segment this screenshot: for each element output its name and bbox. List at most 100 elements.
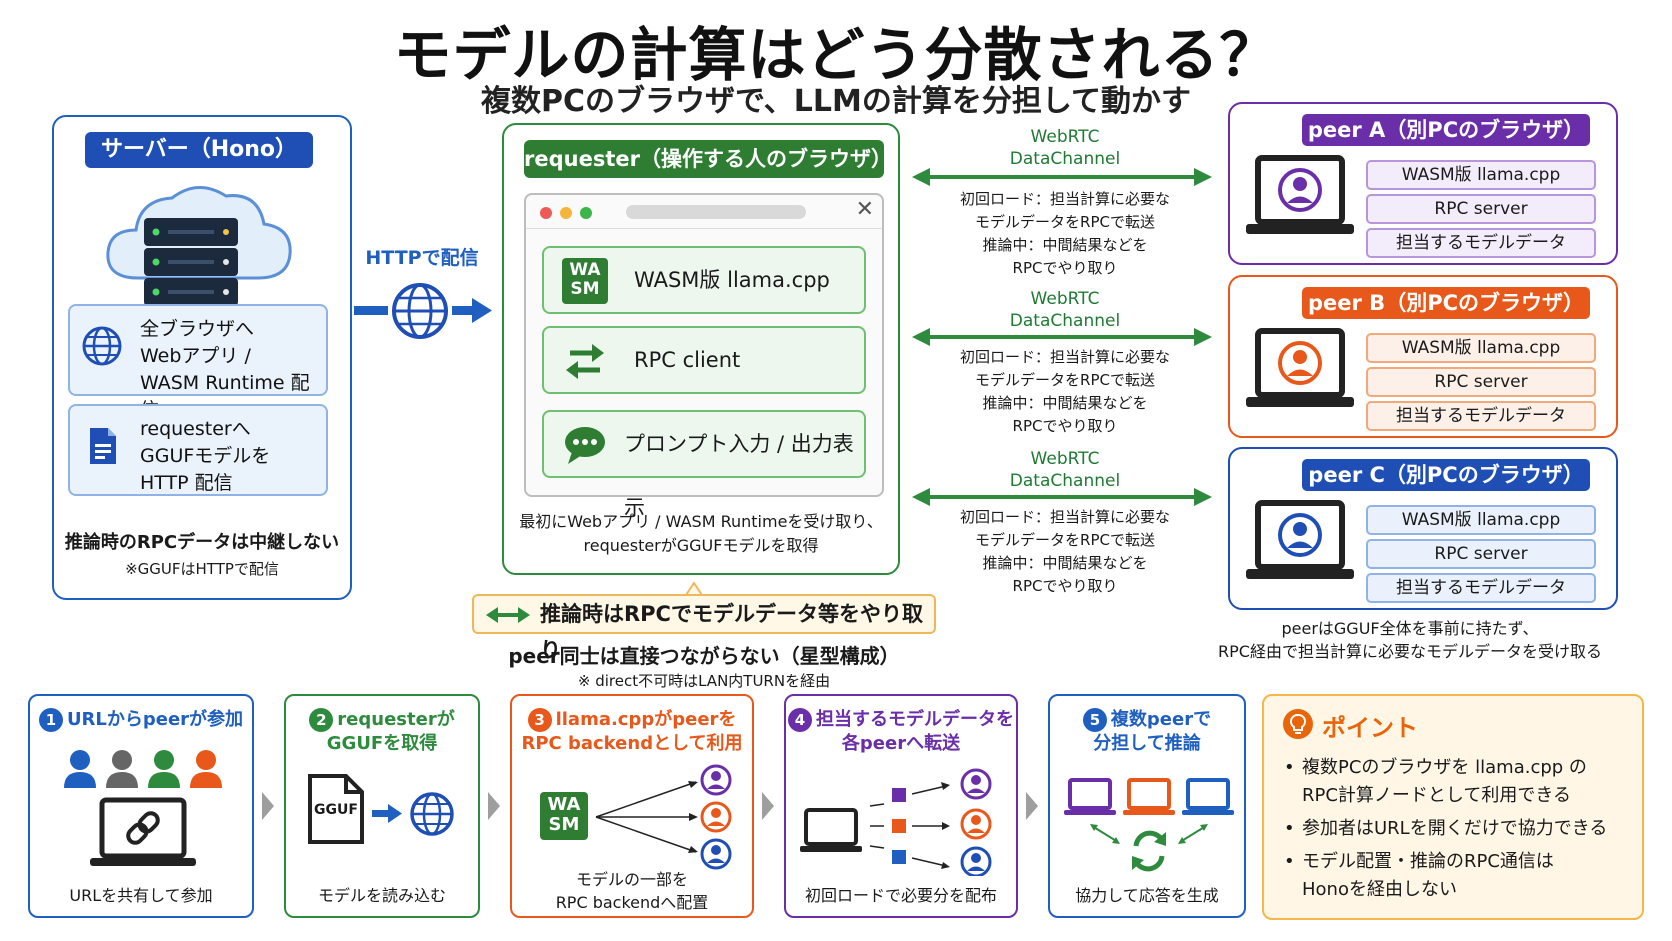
turn-note: ※ direct不可時はLAN内TURNを経由 (577, 672, 831, 690)
server-webapp-box: 全ブラウザへ Webアプリ / WASM Runtime 配信 (68, 304, 328, 421)
http-arrow (354, 283, 492, 339)
step-number: 4 (788, 708, 812, 732)
chevron-right-icon (488, 792, 500, 820)
peer-item: WASM版 llama.cpp (1366, 160, 1596, 190)
lightbulb-icon (1283, 709, 1313, 739)
globe-icon (82, 326, 122, 366)
point-item: 参加者はURLを開くだけで協力できる (1280, 815, 1640, 843)
step-caption: 初回ロードで必要分を配布 (804, 886, 997, 905)
fanout-users-icon (595, 764, 732, 870)
wasm-icon: WA SM (562, 258, 608, 304)
point-list: 複数PCのブラウザを llama.cpp の RPC計算ノードとして利用できる 参… (1280, 754, 1640, 909)
point-title: ポイント (1322, 714, 1418, 742)
close-dot-icon (540, 207, 552, 219)
channel-desc-line: RPCでやり取り (1012, 259, 1118, 277)
server-webapp-line: Webアプリ / (140, 345, 251, 367)
peer-item: RPC server (1366, 539, 1596, 569)
peer-title: peer A（別PCのブラウザ） (1302, 114, 1590, 146)
server-webapp-line: 全ブラウザへ (140, 318, 255, 340)
page-subtitle: 複数PCのブラウザで、LLMの計算を分担して動かす (481, 84, 1191, 119)
double-arrow-icon (486, 607, 530, 623)
channel-label-line: WebRTC (1030, 289, 1100, 309)
swap-arrows-icon (566, 344, 604, 379)
laptops-sync-icon (1064, 778, 1234, 872)
http-label: HTTPで配信 (365, 247, 479, 269)
channel-desc-c: 初回ロード：担当計算に必要な モデルデータをRPCで転送 推論中：中間結果などを… (930, 506, 1200, 598)
requester-title: requester（操作する人のブラウザ） (524, 140, 892, 178)
peer-item: 担当するモデルデータ (1366, 401, 1596, 431)
close-icon: ✕ (855, 197, 874, 222)
server-gguf-line: requesterへ (140, 418, 251, 440)
laptop-user-icon (1246, 328, 1354, 407)
channel-desc-line: 推論中：中間結果などを (982, 236, 1148, 254)
point-item: 複数PCのブラウザを llama.cpp の RPC計算ノードとして利用できる (1280, 754, 1640, 810)
channel-desc-line: 推論中：中間結果などを (982, 554, 1148, 572)
channel-arrow-a (912, 168, 1212, 186)
peer-item: RPC server (1366, 367, 1596, 397)
channel-label-a: WebRTC DataChannel (960, 126, 1170, 170)
minimize-dot-icon (560, 207, 572, 219)
channel-label-line: DataChannel (1009, 311, 1121, 331)
channel-label-c: WebRTC DataChannel (960, 448, 1170, 492)
peer-item: WASM版 llama.cpp (1366, 333, 1596, 363)
peer-item: 担当するモデルデータ (1366, 228, 1596, 258)
channel-label-line: DataChannel (1009, 471, 1121, 491)
gguf-label: GGUF (314, 802, 358, 818)
requester-item-wasm: WA SM WASM版 llama.cpp (542, 246, 866, 314)
peer-title: peer C（別PCのブラウザ） (1302, 459, 1590, 491)
step-caption: モデルの一部を RPC backendへ配置 (512, 868, 752, 914)
rpc-banner: 推論時はRPCでモデルデータ等をやり取り (472, 594, 936, 662)
step-heading: 各peerへ転送 (841, 733, 961, 754)
channel-label-b: WebRTC DataChannel (960, 288, 1170, 332)
peer-title: peer B（別PCのブラウザ） (1302, 287, 1590, 319)
point-item-line: 参加者はURLを開くだけで協力できる (1302, 818, 1608, 839)
address-bar (626, 205, 806, 219)
peer-note-line: peerはGGUF全体を事前に持たず、 (1281, 619, 1539, 638)
peer-item: 担当するモデルデータ (1366, 573, 1596, 603)
rpc-banner-text: 推論時はRPCでモデルデータ等をやり取り (540, 602, 923, 662)
step-heading: requesterが (337, 709, 455, 730)
server-subnote: ※GGUFはHTTPで配信 (125, 560, 279, 578)
peer-note: peerはGGUF全体を事前に持たず、 RPC経由で担当計算に必要なモデルデータ… (1170, 617, 1650, 663)
peer-item: WASM版 llama.cpp (1366, 505, 1596, 535)
point-item-line: モデル配置・推論のRPC通信は (1302, 851, 1554, 872)
channel-desc-line: 初回ロード：担当計算に必要な (959, 508, 1170, 526)
page-title: モデルの計算はどう分散される？ (393, 21, 1279, 89)
requester-item-rpc: RPC client (542, 326, 866, 394)
channel-label-line: WebRTC (1030, 449, 1100, 469)
cloud-server-icon (106, 186, 292, 306)
channel-arrow-b (912, 328, 1212, 346)
requester-note-line: requesterがGGUFモデルを取得 (583, 536, 819, 555)
laptop-user-icon (1246, 155, 1354, 234)
point-box: ポイント 複数PCのブラウザを llama.cpp の RPC計算ノードとして利用… (1262, 694, 1644, 920)
step-heading: URLからpeerが参加 (66, 709, 244, 730)
requester-item-prompt: プロンプト入力 / 出力表示 (542, 410, 866, 520)
chevron-right-icon (1026, 792, 1038, 820)
requester-note-line: 最初にWebアプリ / WASM Runtimeを受け取り、 (519, 512, 883, 531)
chevron-right-icon (262, 792, 274, 820)
requester-item-label: プロンプト入力 / 出力表示 (624, 432, 854, 520)
peer-note-line: RPC経由で担当計算に必要なモデルデータを受け取る (1218, 642, 1602, 661)
maximize-dot-icon (580, 207, 592, 219)
step-caption: URLを共有して参加 (69, 886, 213, 905)
step-heading: 分担して推論 (1093, 733, 1201, 754)
server-title: サーバー（Hono） (85, 132, 313, 168)
document-icon (90, 428, 116, 464)
browser-titlebar: ✕ (526, 195, 882, 229)
server-note: 推論時のRPCデータは中継しない (64, 532, 340, 553)
requester-item-label: WASM版 llama.cpp (634, 268, 830, 292)
step-heading: llama.cppがpeerを (555, 709, 737, 730)
step-heading: 複数peerで (1110, 709, 1212, 730)
channel-label-line: WebRTC (1030, 127, 1100, 147)
server-gguf-line: GGUFモデルを (140, 445, 271, 467)
step-heading: GGUFを取得 (326, 733, 438, 754)
point-item-line: RPC計算ノードとして利用できる (1302, 785, 1572, 806)
channel-desc-line: モデルデータをRPCで転送 (975, 371, 1155, 389)
point-item-line: 複数PCのブラウザを llama.cpp の (1302, 757, 1587, 778)
